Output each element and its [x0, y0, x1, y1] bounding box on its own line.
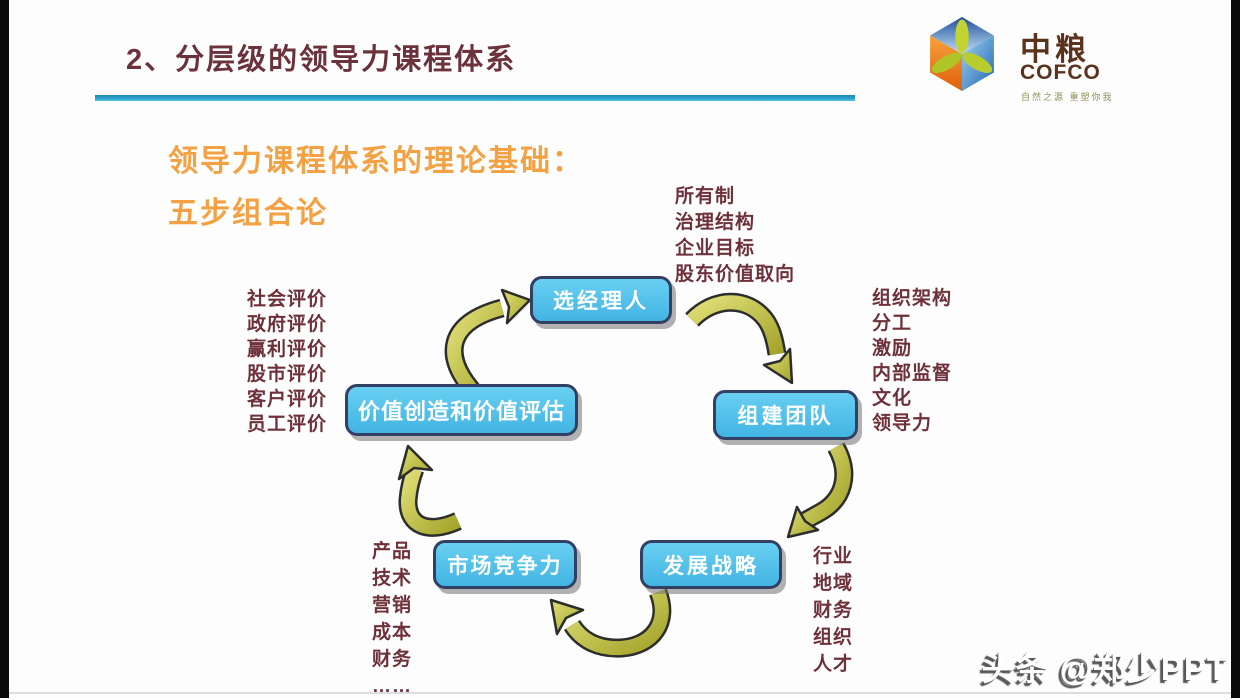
arrow-market-to-value — [397, 444, 462, 537]
annotation-line: 组织 — [813, 627, 854, 648]
node-build-team: 组建团队 — [713, 390, 858, 440]
watermark-text: 头条 @郑少PPT — [981, 650, 1228, 687]
annotation-line: 股东价值取向 — [675, 264, 796, 285]
annotation-line: …… — [372, 676, 412, 697]
annotation-dev-strategy: 行业 地域 财务 组织 人才 — [813, 543, 853, 678]
annotation-line: 财务 — [372, 649, 413, 670]
node-select-manager: 选经理人 — [530, 276, 672, 324]
annotation-line: 领导力 — [872, 413, 933, 434]
logo-en-text: COFCO — [1020, 61, 1101, 84]
node-market-competitiveness: 市场竞争力 — [433, 540, 577, 589]
annotation-line: 政府评价 — [247, 314, 328, 335]
annotation-value-creation: 社会评价 政府评价 赢利评价 股市评价 客户评价 员工评价 — [247, 287, 327, 437]
annotation-select-manager: 所有制 治理结构 企业目标 股东价值取向 — [675, 184, 795, 288]
arrow-strategy-to-market — [549, 588, 672, 658]
arrow-select-to-team — [685, 292, 794, 385]
cofco-cube-icon — [930, 17, 994, 91]
annotation-line: 人才 — [813, 654, 854, 675]
page-title: 2、分层级的领导力课程体系 — [126, 44, 517, 76]
annotation-line: 地域 — [813, 573, 854, 594]
annotation-line: 技术 — [372, 568, 413, 589]
section-subtitle: 领导力课程体系的理论基础： 五步组合论 — [168, 136, 584, 240]
annotation-line: 文化 — [872, 388, 913, 409]
cofco-logo: 中粮 COFCO 自然之源 重塑你我 — [916, 10, 1136, 110]
annotation-line: 产品 — [372, 541, 413, 562]
annotation-line: 赢利评价 — [247, 339, 328, 360]
annotation-line: 成本 — [372, 622, 413, 643]
bottom-hairline — [9, 692, 1231, 694]
annotation-line: 客户评价 — [247, 389, 328, 410]
annotation-line: 股市评价 — [247, 364, 328, 385]
arrow-value-to-select — [444, 288, 532, 398]
annotation-market-competitiveness: 产品 技术 营销 成本 财务 …… — [372, 538, 412, 700]
annotation-line: 员工评价 — [247, 414, 328, 435]
annotation-build-team: 组织架构 分工 激励 内部监督 文化 领导力 — [872, 286, 952, 436]
annotation-line: 激励 — [872, 338, 913, 359]
node-dev-strategy: 发展战略 — [640, 540, 782, 589]
annotation-line: 营销 — [372, 595, 413, 616]
title-divider — [95, 95, 855, 101]
annotation-line: 分工 — [872, 313, 913, 334]
left-black-bar — [0, 0, 9, 698]
annotation-line: 内部监督 — [872, 363, 953, 384]
annotation-line: 行业 — [813, 546, 854, 567]
annotation-line: 财务 — [813, 600, 854, 621]
right-black-bar — [1231, 0, 1240, 698]
arrow-team-to-strategy — [786, 442, 854, 539]
annotation-line: 组织架构 — [872, 288, 953, 309]
logo-zh-text: 中粮 — [1020, 32, 1090, 67]
annotation-line: 治理结构 — [675, 212, 756, 233]
annotation-line: 企业目标 — [675, 238, 756, 259]
node-value-creation: 价值创造和价值评估 — [345, 384, 578, 436]
logo-tagline: 自然之源 重塑你我 — [1021, 92, 1114, 102]
subtitle-line-2: 五步组合论 — [168, 197, 328, 230]
subtitle-line-1: 领导力课程体系的理论基础： — [168, 145, 584, 178]
annotation-line: 所有制 — [675, 186, 736, 207]
annotation-line: 社会评价 — [247, 289, 328, 310]
